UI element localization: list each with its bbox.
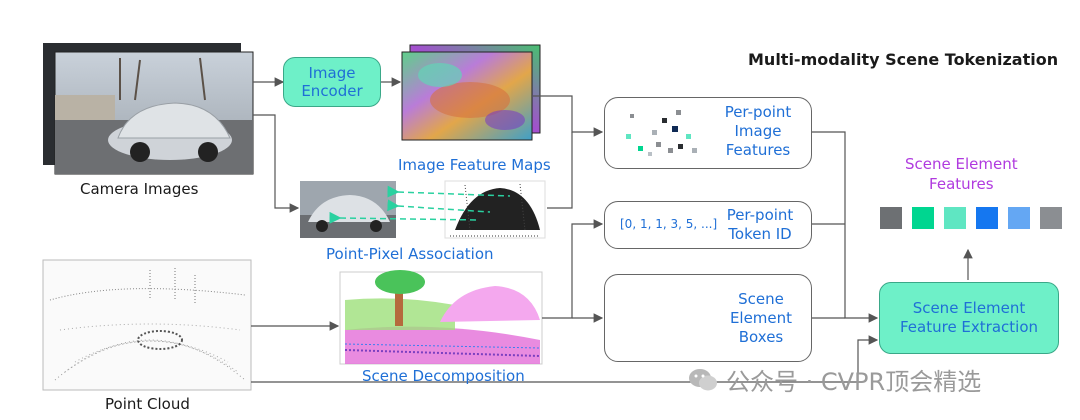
feature-square-6 — [1040, 207, 1062, 229]
diagram-title: Multi-modality Scene Tokenization — [748, 50, 1059, 69]
feature-square-1 — [880, 207, 902, 229]
scene-decomposition-label: Scene Decomposition — [362, 367, 525, 385]
per-point-feature-dots — [626, 110, 697, 156]
scene-element-feature-squares — [880, 207, 1062, 229]
feature-square-4 — [976, 207, 998, 229]
connectors — [251, 77, 973, 383]
token-sequence: [0, 1, 1, 3, 5, ...] — [620, 217, 718, 231]
per-point-image-features-box — [604, 97, 812, 169]
scene-element-feature-extraction-block: Scene Element Feature Extraction — [879, 282, 1059, 354]
image-feature-maps — [401, 44, 541, 141]
feature-square-2 — [912, 207, 934, 229]
point-pixel-association-image — [300, 180, 546, 239]
watermark-text: 公众号 · CVPR顶会精选 — [726, 368, 982, 396]
feature-square-3 — [944, 207, 966, 229]
point-pixel-association-label: Point-Pixel Association — [326, 245, 494, 263]
per-point-token-id-box — [604, 201, 812, 249]
feature-square-5 — [1008, 207, 1030, 229]
per-point-token-id-text: Per-point Token ID — [726, 206, 794, 243]
image-feature-maps-label: Image Feature Maps — [398, 156, 551, 174]
wechat-icon — [689, 368, 717, 390]
scene-element-features-label: Scene Element Features — [905, 155, 1018, 193]
per-point-image-features-text: Per-point Image Features — [724, 103, 792, 159]
scene-element-boxes-text: Scene Element Boxes — [729, 290, 793, 346]
point-cloud-label: Point Cloud — [105, 395, 190, 413]
point-cloud-image — [42, 259, 252, 391]
image-encoder-block: Image Encoder — [283, 57, 381, 107]
watermark: 公众号 · CVPR顶会精选 — [688, 362, 981, 397]
scene-decomposition-image — [339, 270, 543, 365]
scene-element-boxes-box — [604, 274, 812, 362]
camera-images-stack — [43, 43, 254, 175]
camera-images-label: Camera Images — [80, 180, 199, 198]
